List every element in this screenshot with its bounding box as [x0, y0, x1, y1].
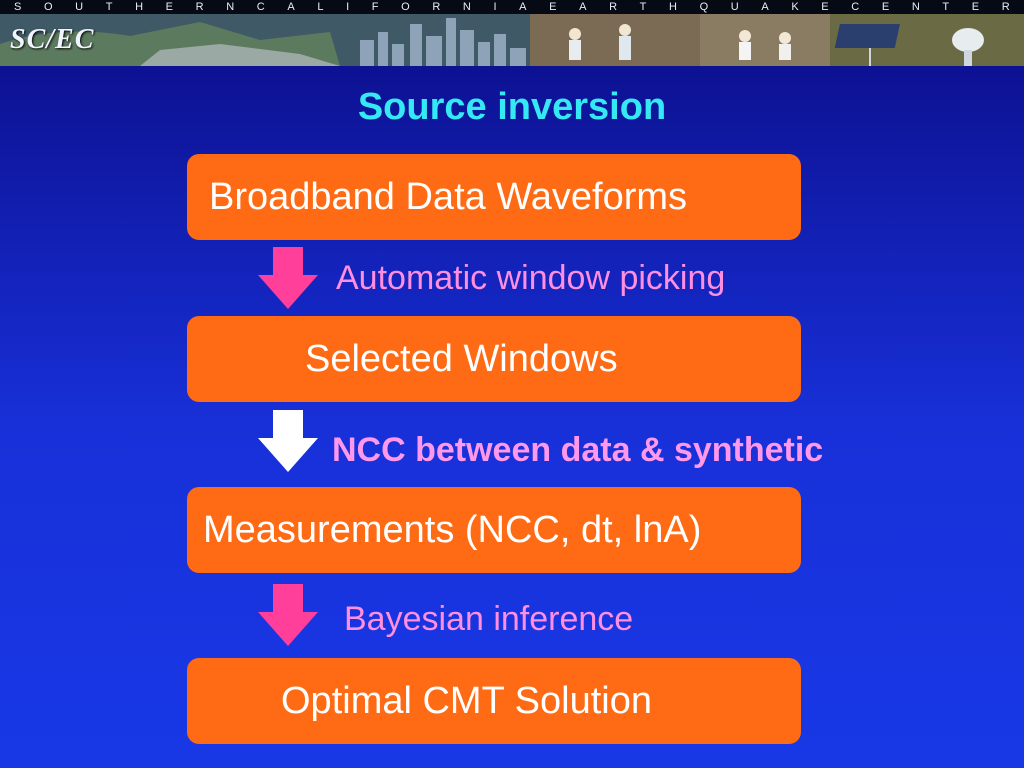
header-letter: K [791, 1, 799, 13]
header-letter: Q [699, 1, 709, 13]
header-letter: H [669, 1, 677, 13]
down-arrow-icon [258, 410, 318, 472]
header-letter: F [371, 1, 379, 13]
slide-title: Source inversion [357, 86, 667, 128]
city-skyline [360, 18, 526, 66]
flow-box-broadband-data-waveforms: Broadband Data Waveforms [187, 154, 801, 240]
field-team-photo [530, 14, 700, 66]
header-letter: E [821, 1, 829, 13]
step-label-ncc: NCC between data & synthetic [332, 431, 824, 469]
organization-name-strip: S O U T H E R N C A L I F O R N I A E A … [0, 0, 1024, 14]
header-letter: R [1001, 1, 1010, 13]
flow-box-optimal-cmt-solution: Optimal CMT Solution [187, 658, 801, 744]
header-letter: R [432, 1, 441, 13]
header-letter: O [401, 1, 410, 13]
header-banner: S O U T H E R N C A L I F O R N I A E A … [0, 0, 1024, 66]
down-arrow-icon [258, 247, 318, 309]
header-letter: E [165, 1, 174, 13]
header-letter: H [135, 1, 144, 13]
header-letter: E [881, 1, 890, 13]
header-letter: I [346, 1, 350, 13]
step-label-window-picking: Automatic window picking [336, 259, 726, 297]
header-letter: C [256, 1, 265, 13]
header-letter: E [971, 1, 980, 13]
flow-box-measurements: Measurements (NCC, dt, lnA) [187, 487, 801, 573]
header-letter: E [549, 1, 557, 13]
header-letter: T [942, 1, 950, 13]
header-letter: N [226, 1, 235, 13]
header-letter: A [287, 1, 295, 13]
scec-logo: SC/EC [10, 24, 95, 55]
header-letter: A [579, 1, 587, 13]
header-letter: L [317, 1, 324, 13]
header-letter: T [105, 1, 113, 13]
arrow-shape [258, 584, 318, 646]
header-letter: A [761, 1, 769, 13]
header-letter: S [14, 1, 22, 13]
header-letter: R [195, 1, 204, 13]
header-letter: T [639, 1, 647, 13]
header-letter: A [519, 1, 527, 13]
step-label-bayesian-inference: Bayesian inference [344, 600, 634, 638]
header-letter: N [462, 1, 471, 13]
header-letter: U [75, 1, 84, 13]
header-letter: C [851, 1, 860, 13]
down-arrow-icon [258, 584, 318, 646]
header-letter: N [911, 1, 920, 13]
header-letter: O [43, 1, 53, 13]
header-letter: I [493, 1, 497, 13]
header-letter: R [609, 1, 618, 13]
banner-photo-collage [0, 14, 1024, 66]
arrow-shape [258, 247, 318, 309]
header-letter: U [730, 1, 739, 13]
arrow-shape [258, 410, 318, 472]
flow-box-selected-windows: Selected Windows [187, 316, 801, 402]
